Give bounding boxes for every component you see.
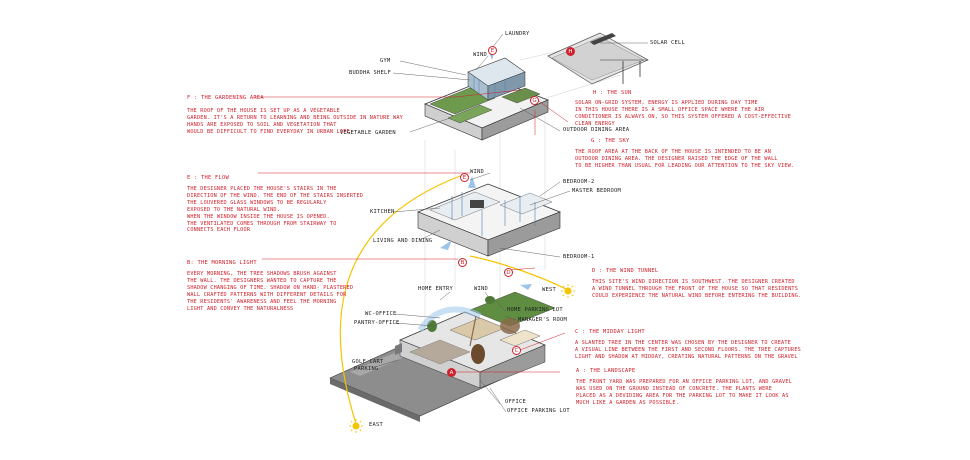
marker-g: G (530, 96, 539, 105)
second-floor-level (416, 176, 562, 257)
note-h-title: H : THE SUN (593, 90, 632, 96)
label-wc-office: WC-OFFICE (365, 311, 397, 317)
label-pantry-office: PANTRY-OFFICE (354, 320, 400, 326)
marker-e-mid: E (460, 173, 469, 182)
label-bedroom-1: BEDROOM-1 (563, 254, 595, 260)
sun-west-icon (561, 283, 575, 298)
roof-level (423, 48, 550, 141)
note-e-title: E : THE FLOW (187, 175, 229, 181)
label-east: EAST (369, 422, 383, 428)
note-a-body: THE FRONT YARD WAS PREPARED FOR AN OFFIC… (576, 379, 793, 406)
label-living-dining: LIVING AND DINING (373, 238, 433, 244)
label-bedroom-2: BEDROOM-2 (563, 179, 595, 185)
note-g-body: THE ROOF AREA AT THE BACK OF THE HOUSE I… (575, 149, 795, 169)
note-c-title: C : THE MIDDAY LIGHT (575, 329, 645, 335)
label-office-parking: OFFICE PARKING LOT (507, 408, 570, 414)
label-managers-room: MANAGER'S ROOM (518, 317, 567, 323)
note-e-body: THE DESIGNER PLACED THE HOUSE'S STAIRS I… (187, 186, 364, 234)
label-golf-cart-2: PARKING (354, 366, 379, 372)
leader-lines (377, 33, 648, 413)
note-d-title: D : THE WIND TUNNEL (592, 268, 659, 274)
label-laundry: LAUNDRY (505, 31, 530, 37)
label-wind-mid: WIND (470, 169, 484, 175)
label-kitchen: KITCHEN (370, 209, 395, 215)
label-west: WEST (542, 287, 556, 293)
label-home-parking: HOME PARKING LOT (507, 307, 563, 313)
note-f-title: F : THE GARDENING AREA (187, 95, 264, 101)
note-a-title: A : THE LANDSCAPE (576, 368, 636, 374)
marker-e-top: E (488, 46, 497, 55)
solar-cell-panel (547, 32, 649, 85)
label-wind-low: WIND (474, 286, 488, 292)
marker-a: A (447, 368, 456, 377)
sun-paths (339, 175, 569, 425)
wind-arrow-west (520, 284, 532, 290)
note-h-body: SOLAR ON-GRID SYSTEM, ENERGY IS APPLIED … (575, 100, 792, 127)
marker-h: H (566, 47, 575, 56)
label-outdoor-dining: OUTDOOR DINING AREA (563, 127, 630, 133)
note-b-body: EVERY MORNING, THE TREE SHADOWS BRUSH AG… (187, 271, 354, 312)
note-g-title: G : THE SKY (591, 138, 630, 144)
label-vegetable-garden: VEGETABLE GARDEN (340, 130, 396, 136)
label-golf-cart-1: GOLF CART (352, 359, 384, 365)
label-gym: GYM (380, 58, 391, 64)
label-master-bedroom: MASTER BEDROOM (572, 188, 621, 194)
label-buddha-shelf: BUDDHA SHELF (349, 70, 391, 76)
marker-b: B (458, 258, 467, 267)
label-home-entry: HOME ENTRY (418, 286, 453, 292)
ground-floor-level (329, 291, 556, 422)
label-solar-cell: SOLAR CELL (650, 40, 685, 46)
label-office: OFFICE (505, 399, 526, 405)
callout-pointers (255, 89, 569, 373)
note-f-body: THE ROOF OF THE HOUSE IS SET UP AS A VEG… (187, 108, 404, 135)
label-wind-top: WIND (473, 52, 487, 58)
note-b-title: B: THE MORNING LIGHT (187, 260, 257, 266)
projection-guides (424, 44, 621, 335)
note-c-body: A SLANTED TREE IN THE CENTER WAS CHOSEN … (575, 340, 801, 360)
sun-east-icon (349, 418, 363, 433)
marker-c: C (512, 346, 521, 355)
marker-d: D (504, 268, 513, 277)
note-d-body: THIS SITE'S WIND DIRECTION IS SOUTHWEST.… (592, 279, 802, 299)
